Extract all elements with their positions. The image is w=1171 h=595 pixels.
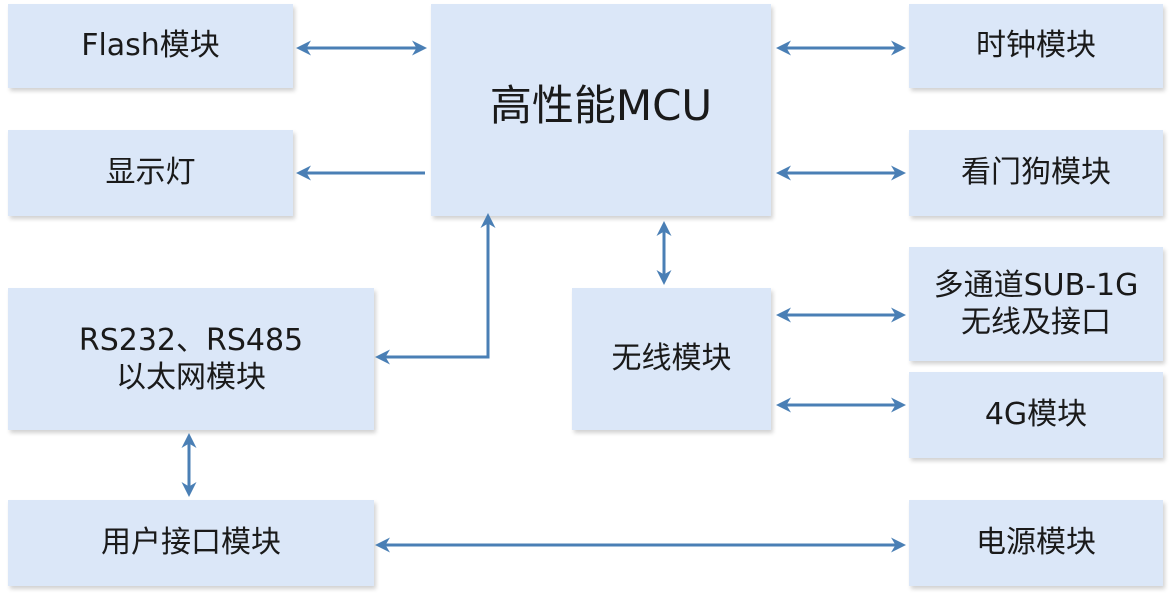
mcu-label: 高性能MCU bbox=[489, 80, 713, 130]
watchdog-module-label: 看门狗模块 bbox=[961, 155, 1111, 191]
watchdog-module-box: 看门狗模块 bbox=[909, 130, 1163, 216]
flash-module-label: Flash模块 bbox=[81, 28, 220, 64]
mcu-box: 高性能MCU bbox=[431, 4, 771, 216]
serial-ethernet-label-line2: 以太网模块 bbox=[115, 360, 266, 395]
flash-module-box: Flash模块 bbox=[8, 4, 293, 88]
user-interface-module-label: 用户接口模块 bbox=[101, 525, 281, 561]
led-box: 显示灯 bbox=[8, 130, 293, 216]
power-module-label: 电源模块 bbox=[976, 525, 1096, 561]
clock-module-label: 时钟模块 bbox=[976, 28, 1096, 64]
power-module-box: 电源模块 bbox=[909, 500, 1163, 586]
user-interface-module-box: 用户接口模块 bbox=[8, 500, 374, 586]
arrow-serial-mcu bbox=[375, 213, 496, 365]
serial-ethernet-label-line1: RS232、RS485 bbox=[78, 322, 304, 358]
subg-interface-box: 多通道SUB-1G 无线及接口 bbox=[909, 247, 1163, 361]
serial-ethernet-box: RS232、RS485 以太网模块 bbox=[8, 288, 374, 430]
subg-interface-label-line2: 无线及接口 bbox=[961, 305, 1111, 340]
4g-module-label: 4G模块 bbox=[984, 397, 1088, 433]
clock-module-box: 时钟模块 bbox=[909, 4, 1163, 88]
led-label: 显示灯 bbox=[105, 155, 196, 191]
wireless-module-box: 无线模块 bbox=[572, 288, 771, 430]
4g-module-box: 4G模块 bbox=[909, 372, 1163, 458]
wireless-module-label: 无线模块 bbox=[611, 341, 732, 377]
subg-interface-label-line1: 多通道SUB-1G bbox=[933, 267, 1139, 303]
